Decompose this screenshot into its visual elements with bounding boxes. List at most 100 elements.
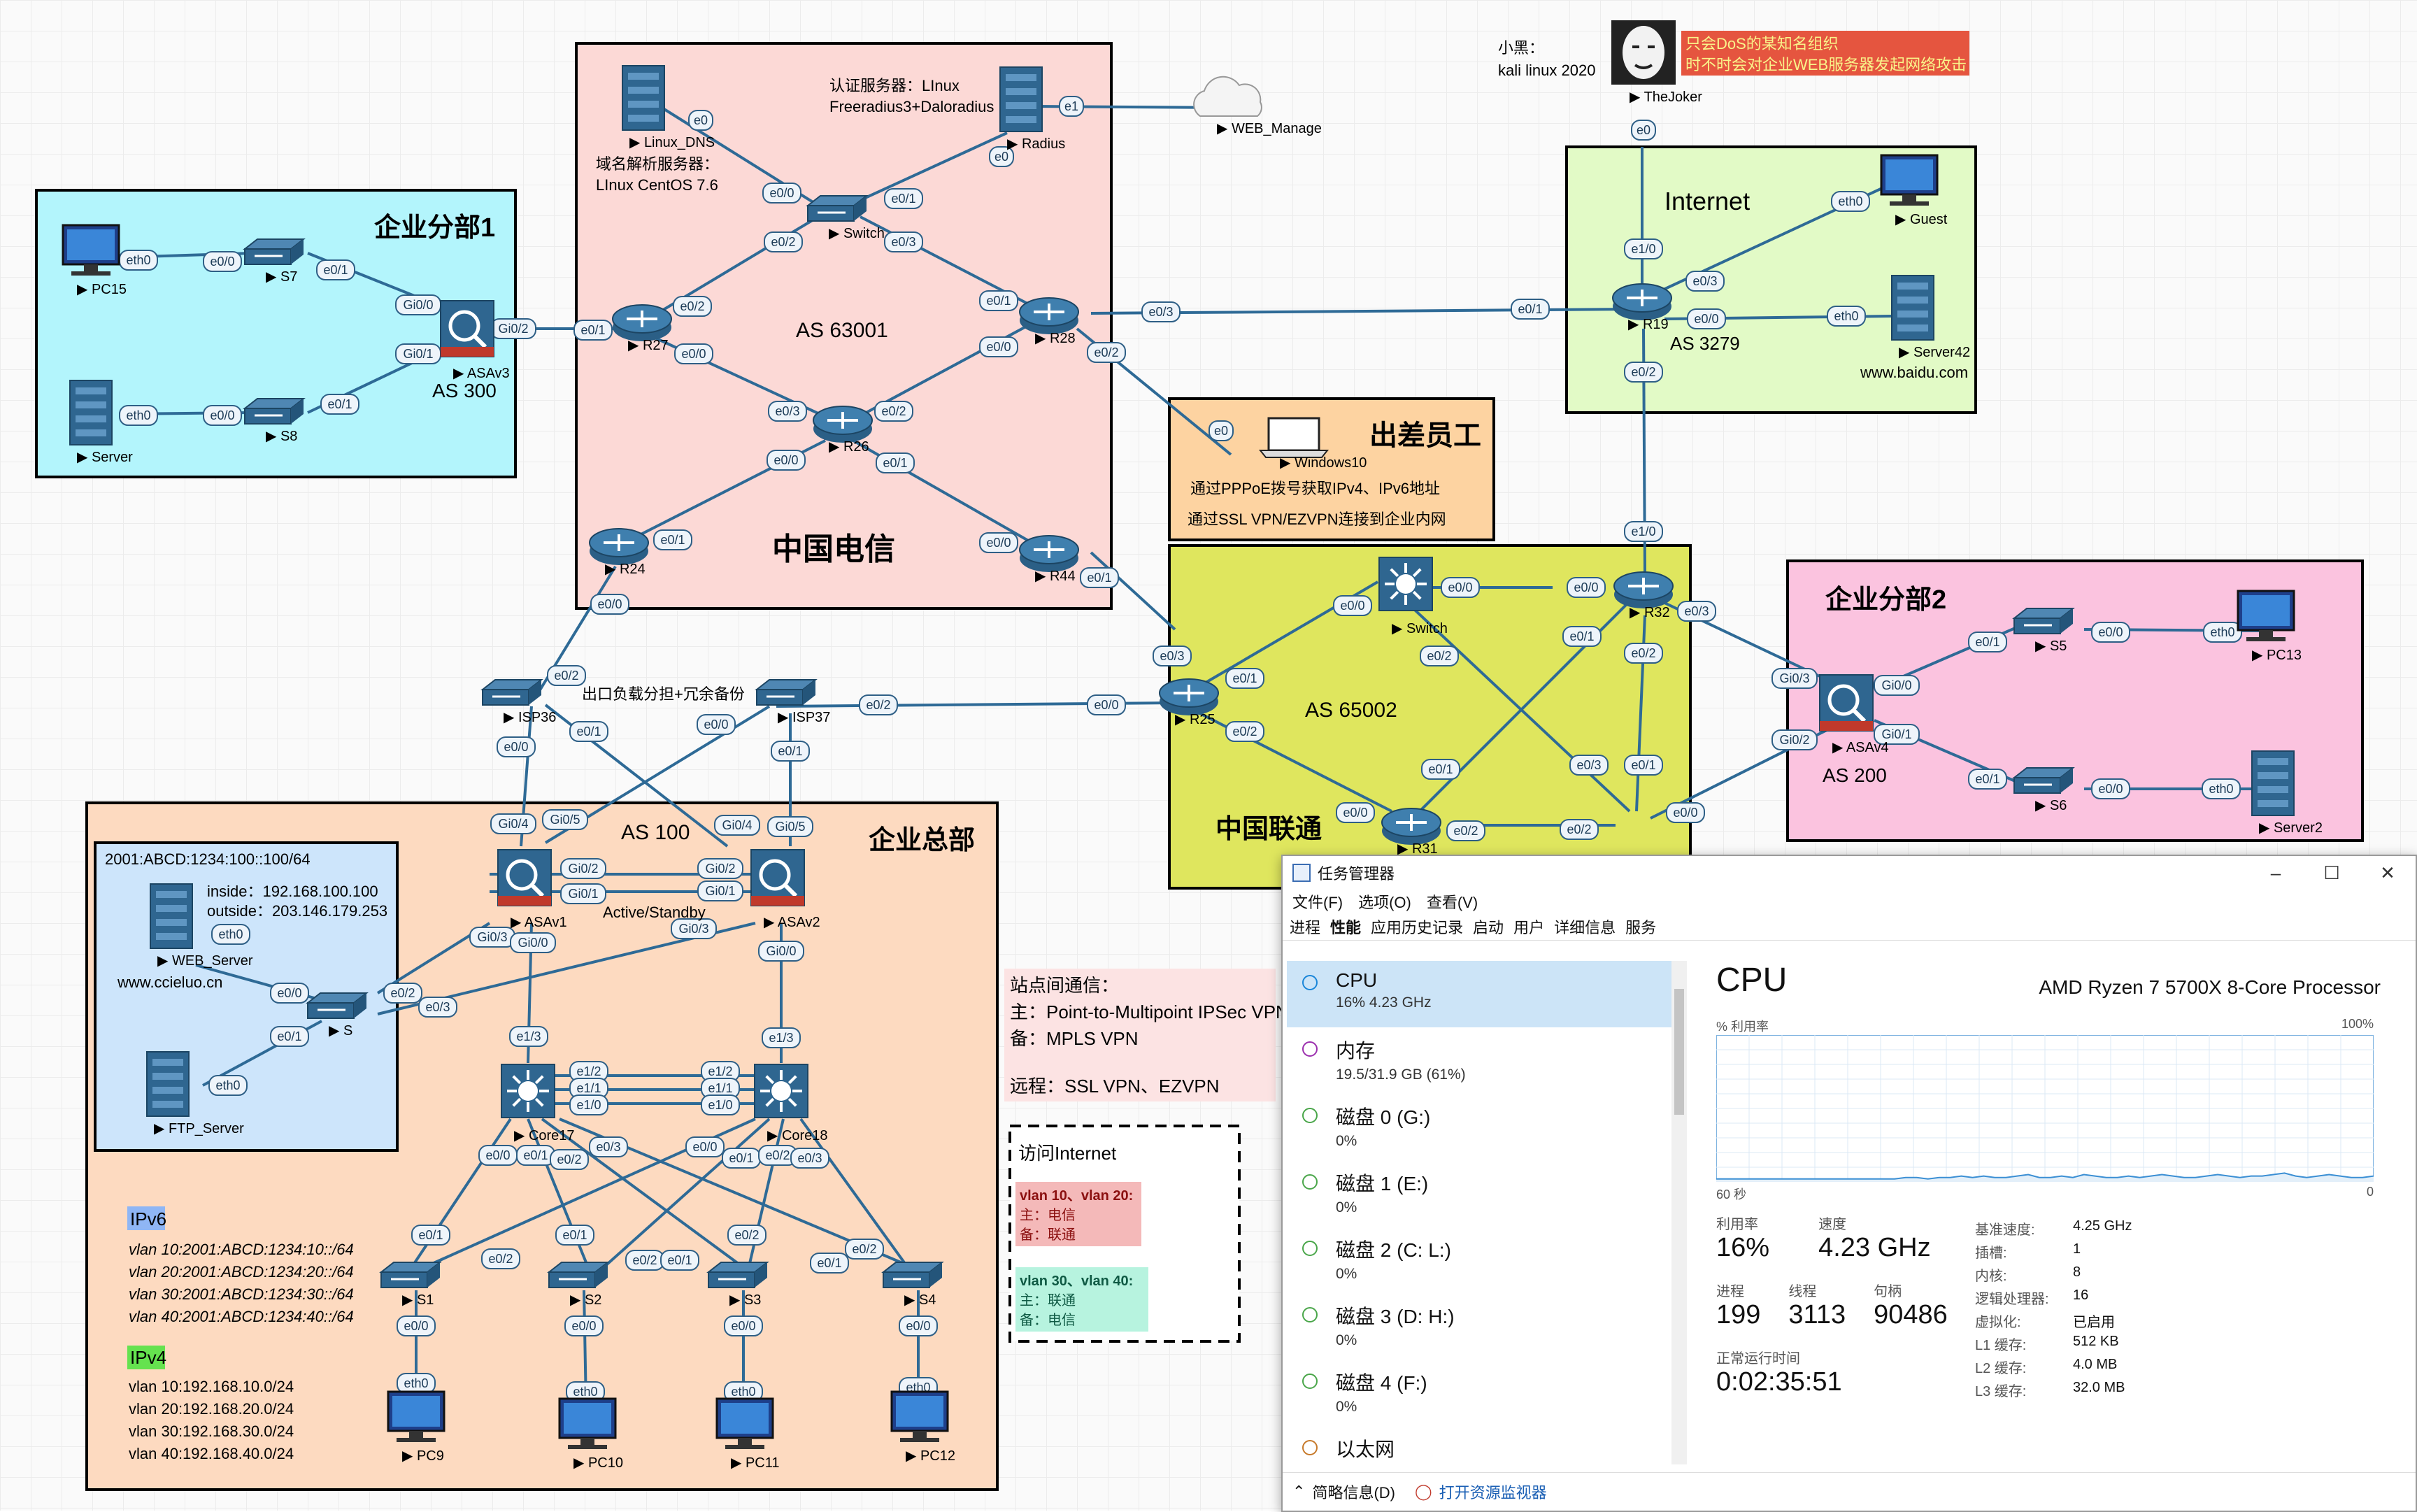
device-s[interactable]: ▶ S bbox=[306, 992, 369, 1039]
spec-value: 8 bbox=[2073, 1264, 2081, 1280]
resource-list-scrollbar[interactable] bbox=[1671, 961, 1687, 1464]
tab-users[interactable]: 用户 bbox=[1513, 919, 1545, 936]
cloud-icon bbox=[1193, 76, 1262, 117]
device-windows10[interactable]: ▶ Windows10 bbox=[1258, 417, 1367, 471]
menu-options[interactable]: 选项(O) bbox=[1358, 894, 1411, 911]
device-s3[interactable]: ▶ S3 bbox=[706, 1262, 769, 1308]
port-label: e0/0 bbox=[1333, 595, 1372, 616]
device-web-manage[interactable]: ▶ WEB_Manage bbox=[1193, 76, 1322, 136]
close-button[interactable]: ✕ bbox=[2380, 862, 2395, 883]
maximize-button[interactable]: ☐ bbox=[2323, 862, 2340, 883]
port-label: e0/0 bbox=[203, 405, 242, 426]
device-web-server[interactable]: ▶ WEB_Server bbox=[150, 883, 253, 969]
device-asav1[interactable]: ▶ ASAv1 bbox=[497, 849, 567, 930]
ipv6-line: vlan 30:2001:ABCD:1234:30::/64 bbox=[129, 1285, 354, 1303]
device-core18[interactable]: ▶ Core18 bbox=[754, 1064, 828, 1143]
device-pc10[interactable]: ▶ PC10 bbox=[558, 1397, 623, 1471]
port-label: Gi0/5 bbox=[767, 816, 813, 837]
device-thejoker[interactable]: ▶ TheJoker bbox=[1611, 20, 1702, 105]
open-resource-monitor-link[interactable]: 打开资源监视器 bbox=[1439, 1484, 1547, 1502]
device-guest[interactable]: ▶ Guest bbox=[1880, 154, 1948, 227]
device-r27[interactable]: ▶ R27 bbox=[612, 304, 672, 353]
device-r25[interactable]: ▶ R25 bbox=[1159, 678, 1219, 727]
device-asav2[interactable]: ▶ ASAv2 bbox=[750, 849, 820, 930]
device-ftp-server[interactable]: ▶ FTP_Server bbox=[146, 1051, 244, 1136]
device-isp37[interactable]: ▶ ISP37 bbox=[755, 679, 830, 725]
device-asav4[interactable]: ▶ ASAv4 bbox=[1819, 674, 1889, 755]
tab-performance[interactable]: 性能 bbox=[1330, 919, 1362, 936]
task-manager-titlebar[interactable]: 任务管理器 – ☐ ✕ bbox=[1283, 856, 2416, 890]
svg-text:e0/0: e0/0 bbox=[1343, 806, 1367, 820]
svg-text:e0/1: e0/1 bbox=[418, 1228, 443, 1242]
speed-value: 4.23 GHz bbox=[1818, 1233, 1931, 1262]
resource-ethernet[interactable]: 以太网 bbox=[1287, 1426, 1678, 1464]
device-label: ▶ TheJoker bbox=[1630, 90, 1702, 105]
resource-disk-0[interactable]: 磁盘 0 (G:) 0% bbox=[1287, 1094, 1678, 1160]
device-s1[interactable]: ▶ S1 bbox=[379, 1262, 442, 1308]
resource-cpu[interactable]: CPU 16% 4.23 GHz bbox=[1287, 961, 1678, 1027]
resource-monitor-icon[interactable]: ◯ bbox=[1414, 1483, 1432, 1500]
chevron-up-icon[interactable]: ⌃ bbox=[1292, 1483, 1306, 1500]
resource-disk-2[interactable]: 磁盘 2 (C: L:) 0% bbox=[1287, 1227, 1678, 1293]
device-switch1[interactable]: ▶ Switch bbox=[806, 195, 885, 241]
device-r24[interactable]: ▶ R24 bbox=[589, 528, 649, 577]
device-r44[interactable]: ▶ R44 bbox=[1019, 535, 1079, 584]
sw-icon bbox=[243, 238, 306, 265]
fw-icon bbox=[1819, 674, 1874, 732]
device-radius[interactable]: ▶ Radius bbox=[999, 66, 1065, 152]
device-s2[interactable]: ▶ S2 bbox=[547, 1262, 610, 1308]
device-r32[interactable]: ▶ R32 bbox=[1613, 571, 1674, 620]
svg-text:Gi0/4: Gi0/4 bbox=[722, 818, 752, 832]
device-s7[interactable]: ▶ S7 bbox=[243, 238, 306, 285]
menu-file[interactable]: 文件(F) bbox=[1292, 894, 1343, 911]
port-label: e0/2 bbox=[1420, 646, 1459, 666]
device-pc15[interactable]: ▶ PC15 bbox=[62, 224, 127, 297]
device-s8[interactable]: ▶ S8 bbox=[243, 398, 306, 444]
tab-details[interactable]: 详细信息 bbox=[1554, 919, 1616, 936]
resource-disk-4[interactable]: 磁盘 4 (F:) 0% bbox=[1287, 1360, 1678, 1426]
menu-view[interactable]: 查看(V) bbox=[1426, 894, 1478, 911]
device-server42[interactable]: ▶ Server42 bbox=[1891, 275, 1970, 360]
device-pc13[interactable]: ▶ PC13 bbox=[2237, 590, 2302, 663]
device-pc9[interactable]: ▶ PC9 bbox=[387, 1390, 445, 1464]
port-label: eth0 bbox=[397, 1373, 436, 1394]
tab-startup[interactable]: 启动 bbox=[1473, 919, 1504, 936]
tab-services[interactable]: 服务 bbox=[1625, 919, 1657, 936]
svg-text:e0/1: e0/1 bbox=[576, 725, 601, 739]
device-s4[interactable]: ▶ S4 bbox=[881, 1262, 944, 1308]
resource-memory[interactable]: 内存 19.5/31.9 GB (61%) bbox=[1287, 1027, 1678, 1094]
device-r31[interactable]: ▶ R31 bbox=[1381, 808, 1441, 857]
tab-app-history[interactable]: 应用历史记录 bbox=[1371, 919, 1464, 936]
minimize-button[interactable]: – bbox=[2270, 862, 2281, 883]
device-s6[interactable]: ▶ S6 bbox=[2012, 767, 2075, 813]
branch2-as: AS 200 bbox=[1823, 764, 1887, 786]
device-linux-dns[interactable]: ▶ Linux_DNS bbox=[622, 65, 715, 150]
device-label: ▶ S7 bbox=[266, 269, 297, 285]
resource-name: CPU bbox=[1336, 969, 1378, 991]
device-isp36[interactable]: ▶ ISP36 bbox=[480, 679, 556, 725]
device-r19[interactable]: ▶ R19 bbox=[1612, 283, 1672, 332]
device-core17[interactable]: ▶ Core17 bbox=[501, 1064, 575, 1143]
svg-text:e0/3: e0/3 bbox=[797, 1151, 822, 1165]
scrollbar-thumb[interactable] bbox=[1674, 989, 1684, 1115]
resource-disk-1[interactable]: 磁盘 1 (E:) 0% bbox=[1287, 1160, 1678, 1227]
resource-disk-3[interactable]: 磁盘 3 (D: H:) 0% bbox=[1287, 1293, 1678, 1360]
pc-icon bbox=[558, 1397, 617, 1449]
device-server[interactable]: ▶ Server bbox=[69, 380, 133, 465]
ipv6-title: IPv6 bbox=[130, 1208, 166, 1229]
task-manager-window[interactable]: 任务管理器 – ☐ ✕ 文件(F) 选项(O) 查看(V) 进程 性能 应用历史… bbox=[1281, 855, 2417, 1512]
port-label: Gi0/0 bbox=[395, 294, 441, 315]
brief-info-link[interactable]: 简略信息(D) bbox=[1312, 1484, 1395, 1502]
device-pc11[interactable]: ▶ PC11 bbox=[715, 1397, 779, 1471]
device-s5[interactable]: ▶ S5 bbox=[2012, 608, 2075, 654]
port-label: e0/0 bbox=[1666, 802, 1705, 823]
util-label: 利用率 bbox=[1716, 1217, 1758, 1232]
device-r28[interactable]: ▶ R28 bbox=[1019, 297, 1079, 346]
device-switch2[interactable]: ▶ Switch bbox=[1378, 557, 1448, 636]
device-pc12[interactable]: ▶ PC12 bbox=[890, 1390, 955, 1464]
tab-processes[interactable]: 进程 bbox=[1290, 919, 1321, 936]
device-asav3[interactable]: ▶ ASAv3 bbox=[440, 300, 510, 381]
device-server2[interactable]: ▶ Server2 bbox=[2251, 750, 2323, 836]
device-label: ▶ R32 bbox=[1630, 605, 1670, 620]
device-r26[interactable]: ▶ R26 bbox=[813, 406, 873, 455]
